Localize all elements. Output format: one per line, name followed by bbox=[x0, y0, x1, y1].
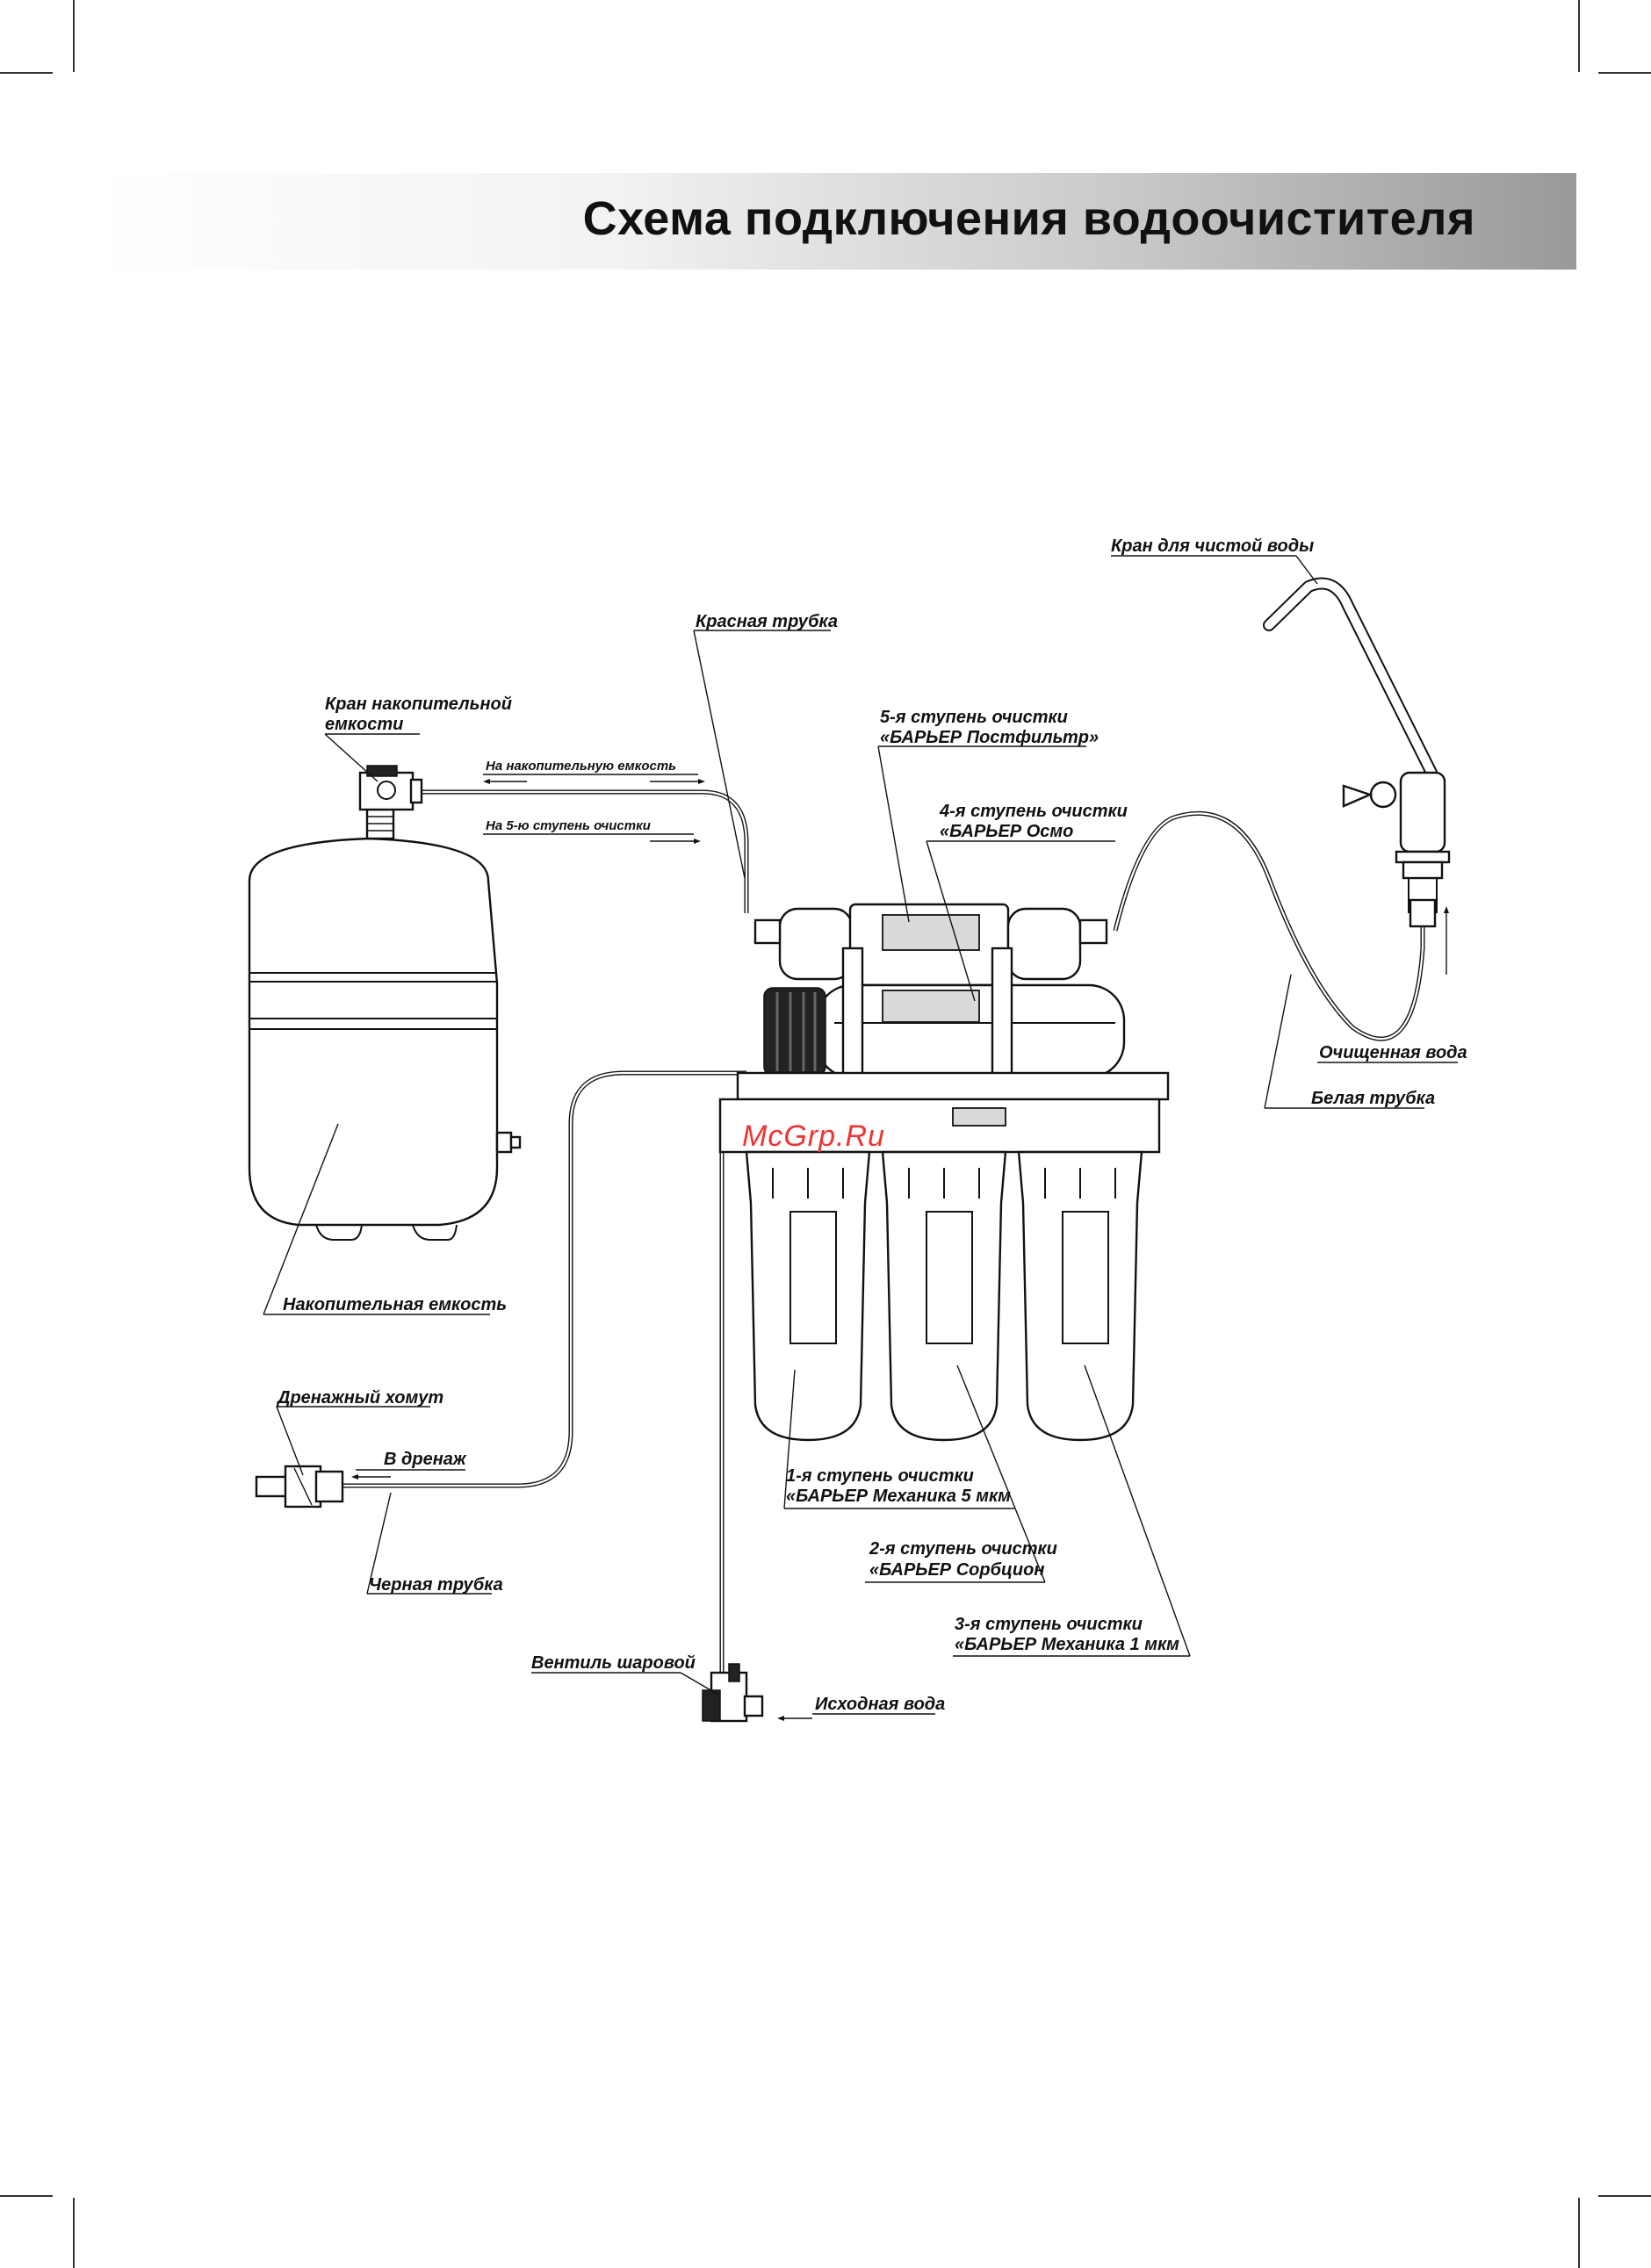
header-band bbox=[98, 173, 1576, 270]
label-stage4-1: 4-я ступень очистки bbox=[939, 802, 1128, 821]
label-stage3-2: «БАРЬЕР Механика 1 мкм bbox=[955, 1635, 1179, 1654]
crop-mark bbox=[0, 72, 53, 74]
leader-lines bbox=[263, 555, 1458, 1721]
label-drain-clamp: Дренажный хомут bbox=[276, 1388, 443, 1408]
crop-mark bbox=[1598, 2195, 1651, 2197]
crop-mark bbox=[73, 0, 75, 72]
label-tank-valve-2: емкости bbox=[325, 715, 403, 734]
label-ball-valve: Вентиль шаровой bbox=[531, 1653, 696, 1673]
clean-tap-icon bbox=[1263, 577, 1451, 928]
crop-mark bbox=[1578, 0, 1580, 72]
filter-unit bbox=[718, 903, 1170, 1442]
label-tank-valve-1: Кран накопительной bbox=[325, 695, 512, 714]
label-clean-tap: Кран для чистой воды bbox=[1111, 536, 1314, 556]
tank-valve-icon bbox=[358, 765, 423, 811]
page-title: Схема подключения водоочистителя bbox=[582, 192, 1475, 245]
housing-stage2 bbox=[881, 1150, 1007, 1442]
crop-mark bbox=[0, 2195, 53, 2197]
label-stage2-2: «БАРЬЕР Сорбцион bbox=[869, 1560, 1044, 1580]
storage-tank bbox=[248, 808, 522, 1241]
label-stage3-1: 3-я ступень очистки bbox=[955, 1615, 1143, 1634]
label-stage4-2: «БАРЬЕР Осмо bbox=[940, 822, 1073, 841]
drain-clamp-icon bbox=[255, 1465, 344, 1508]
label-purified-water: Очищенная вода bbox=[1319, 1043, 1467, 1062]
crop-mark bbox=[1578, 2198, 1580, 2268]
label-storage-tank: Накопительная емкость bbox=[283, 1295, 507, 1314]
housing-stage3 bbox=[1017, 1150, 1143, 1442]
label-source-water: Исходная вода bbox=[815, 1695, 945, 1714]
label-white-tube: Белая трубка bbox=[1311, 1089, 1435, 1108]
label-stage1-2: «БАРЬЕР Механика 5 мкм bbox=[786, 1487, 1011, 1506]
crop-mark bbox=[73, 2198, 75, 2268]
watermark: McGrp.Ru bbox=[742, 1120, 885, 1153]
ball-valve-icon bbox=[702, 1663, 764, 1723]
label-to-tank: На накопительную емкость bbox=[486, 759, 676, 774]
crop-mark bbox=[1598, 72, 1651, 74]
black-tube bbox=[342, 1070, 746, 1488]
white-tube bbox=[1113, 810, 1425, 1041]
label-black-tube: Черная трубка bbox=[369, 1575, 503, 1595]
label-stage2-1: 2-я ступень очистки bbox=[869, 1539, 1057, 1559]
red-tube bbox=[420, 789, 749, 913]
label-stage1-1: 1-я ступень очистки bbox=[786, 1466, 974, 1486]
label-red-tube: Красная трубка bbox=[696, 612, 838, 631]
label-to-stage5: На 5-ю ступень очистки bbox=[486, 818, 651, 833]
label-to-drain: В дренаж bbox=[384, 1450, 467, 1469]
label-stage5-2: «БАРЬЕР Постфильтр» bbox=[880, 728, 1099, 747]
housing-stage1 bbox=[745, 1150, 871, 1442]
label-stage5-1: 5-я ступень очистки bbox=[880, 708, 1068, 727]
